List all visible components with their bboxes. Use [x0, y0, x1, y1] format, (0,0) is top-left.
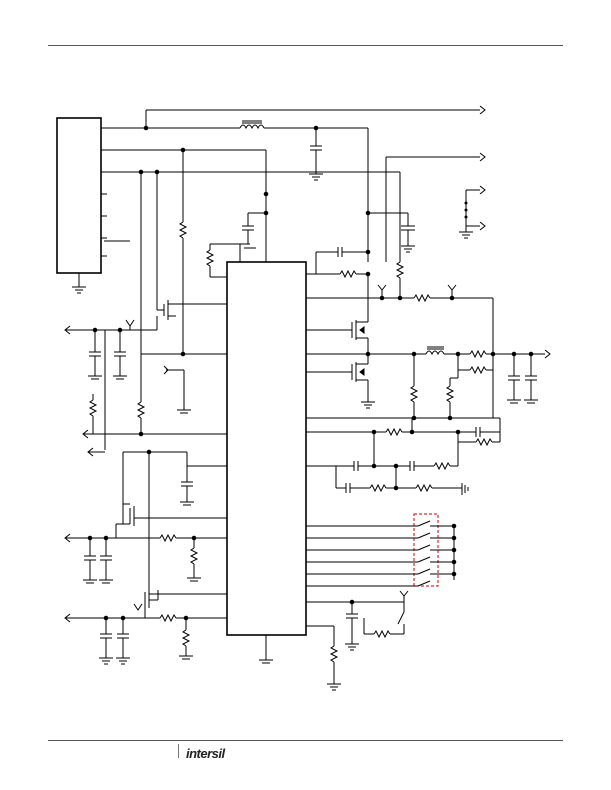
left-pmos-1	[157, 300, 227, 320]
left-feeds	[136, 172, 158, 434]
header-rule	[48, 45, 563, 46]
left-connector-pins	[101, 127, 130, 257]
compensation-network	[306, 418, 500, 471]
left-mid-nets	[82, 330, 227, 457]
aux-connectors	[459, 185, 486, 239]
comp-rc-top	[205, 212, 266, 278]
footer-divider	[178, 744, 179, 758]
input-capacitor	[309, 128, 323, 181]
left-output-3	[64, 603, 227, 665]
rset-network	[259, 625, 341, 691]
footer-rule	[48, 740, 563, 741]
current-sense-network	[306, 354, 501, 442]
input-rail	[101, 105, 486, 262]
switch-node	[306, 346, 551, 359]
left-connector-block	[56, 117, 102, 274]
comp-rc-feedback	[306, 247, 371, 279]
enable-switch-network	[306, 590, 409, 651]
output-capacitors	[507, 354, 538, 404]
ground-symbol	[72, 273, 86, 294]
cap-top-right	[365, 210, 415, 253]
dip-switch-bank	[306, 513, 457, 587]
left-nmos-3	[144, 590, 227, 608]
rail-3	[101, 152, 486, 262]
resistor-pullup	[395, 261, 405, 298]
high-side-mosfet	[306, 274, 369, 354]
left-output-2	[64, 524, 227, 584]
left-output-1	[64, 316, 158, 380]
company-logo: intersil	[186, 746, 225, 761]
rail-2	[101, 147, 269, 357]
low-side-mosfet	[306, 354, 375, 409]
input-inductor	[239, 120, 265, 130]
left-lower-nets	[122, 449, 227, 594]
pgood-net	[306, 284, 494, 354]
left-pmos-2	[116, 503, 227, 526]
soft-start-network	[335, 466, 469, 495]
main-controller-ic	[226, 261, 307, 636]
